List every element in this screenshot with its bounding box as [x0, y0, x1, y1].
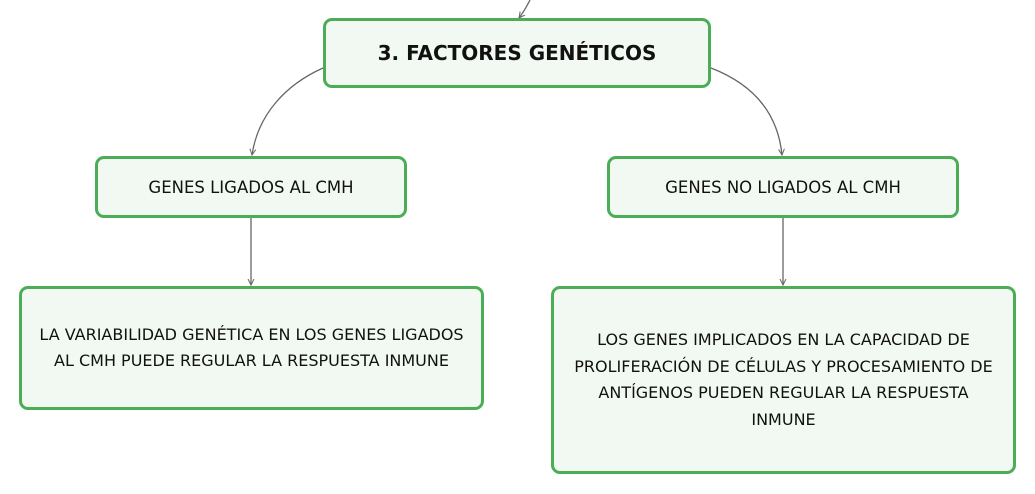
root-node[interactable]: 3. FACTORES GENÉTICOS	[323, 18, 711, 88]
root-to-branch-left-connector	[252, 67, 324, 155]
detail-node-text: LOS GENES IMPLICADOS EN LA CAPACIDAD DE …	[574, 330, 993, 429]
detail-node-text: LA VARIABILIDAD GENÉTICA EN LOS GENES LI…	[39, 324, 464, 371]
branch-node-label: GENES LIGADOS AL CMH	[148, 177, 354, 197]
branch-node-mhc-linked-genes[interactable]: GENES LIGADOS AL CMH	[95, 156, 407, 218]
root-to-branch-right-connector	[710, 67, 782, 155]
root-node-label: 3. FACTORES GENÉTICOS	[377, 41, 657, 65]
detail-node-mhc-linked-genes[interactable]: LA VARIABILIDAD GENÉTICA EN LOS GENES LI…	[19, 286, 484, 410]
branch-node-label: GENES NO LIGADOS AL CMH	[665, 177, 901, 197]
detail-node-non-mhc-linked-genes[interactable]: LOS GENES IMPLICADOS EN LA CAPACIDAD DE …	[551, 286, 1016, 474]
branch-node-non-mhc-linked-genes[interactable]: GENES NO LIGADOS AL CMH	[607, 156, 959, 218]
incoming-connector	[519, 0, 531, 18]
